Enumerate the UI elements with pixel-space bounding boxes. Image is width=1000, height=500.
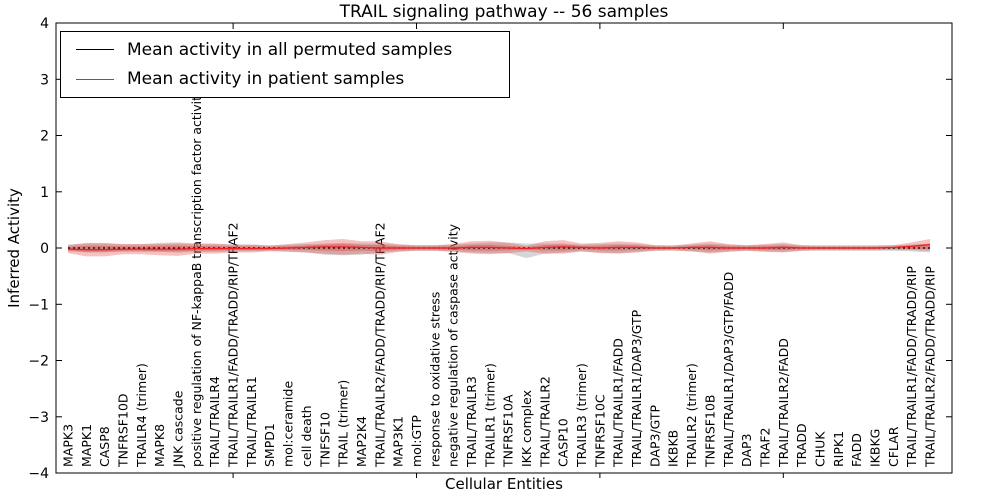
x-category-label: TRAILR1 (trimer) bbox=[482, 363, 497, 468]
x-category-label: TRAIL/TRAILR1 bbox=[244, 376, 259, 468]
x-category-label: positive regulation of NF-kappaB transcr… bbox=[189, 88, 204, 467]
x-category-label: DAP3 bbox=[739, 434, 754, 467]
y-tick-label: −2 bbox=[28, 354, 49, 370]
x-category-label: TRAIL/TRAILR4 bbox=[207, 376, 222, 468]
x-category-label: CASP10 bbox=[556, 418, 571, 467]
x-category-label: TRAIL/TRAILR3 bbox=[464, 376, 479, 468]
x-category-label: DAP3/GTP bbox=[647, 404, 662, 467]
x-category-label: TRAILR3 (trimer) bbox=[574, 363, 589, 468]
y-tick-label: 3 bbox=[40, 72, 49, 88]
x-category-label: TRAIL/TRAILR1/FADD bbox=[611, 338, 626, 468]
y-tick-label: −3 bbox=[28, 410, 49, 426]
x-category-label: TRAIL/TRAILR2/FADD/TRADD/RIP/TRAF2 bbox=[372, 222, 387, 468]
black-line-swatch bbox=[76, 49, 114, 51]
x-category-label: TNFRSF10A bbox=[501, 394, 516, 468]
y-tick-label: 4 bbox=[40, 16, 49, 32]
x-category-label: TNFRSF10B bbox=[702, 395, 717, 468]
x-category-label: MAPK3 bbox=[61, 424, 76, 467]
y-tick-label: −4 bbox=[28, 466, 49, 482]
legend-label-permuted: Mean activity in all permuted samples bbox=[127, 39, 453, 60]
x-category-label: TNFRSF10D bbox=[116, 393, 131, 468]
y-axis-label: Inferred Activity bbox=[5, 188, 23, 308]
x-category-label: MAPK1 bbox=[79, 424, 94, 467]
x-category-label: TRAF2 bbox=[757, 427, 772, 468]
y-tick-label: 1 bbox=[40, 185, 49, 201]
x-category-label: TRAIL (trimer) bbox=[336, 380, 351, 468]
x-category-label: MAP2K4 bbox=[354, 416, 369, 467]
x-category-label: JNK cascade bbox=[171, 390, 186, 468]
x-category-label: TRAILR2 (trimer) bbox=[684, 363, 699, 468]
x-category-label: IKBKB bbox=[666, 430, 681, 467]
chart-title: TRAIL signaling pathway -- 56 samples bbox=[339, 2, 669, 22]
x-category-label: TRAIL/TRAILR1/DAP3/GTP/FADD bbox=[721, 272, 736, 468]
x-category-label: SMPD1 bbox=[262, 423, 277, 467]
y-tick-label: 0 bbox=[40, 241, 49, 257]
legend: Mean activity in all permuted samples Me… bbox=[60, 31, 510, 98]
x-category-label: TRAIL/TRAILR2/FADD/TRADD/RIP bbox=[923, 266, 938, 468]
y-tick-label: 2 bbox=[40, 129, 49, 145]
x-category-label: TRAIL/TRAILR1/DAP3/GTP bbox=[629, 309, 644, 468]
x-category-label: CASP8 bbox=[97, 426, 112, 467]
x-category-label: MAPK8 bbox=[152, 424, 167, 467]
x-category-label: cell death bbox=[299, 405, 314, 467]
x-category-label: TNFRSF10C bbox=[592, 394, 607, 468]
x-category-label: CHUK bbox=[813, 431, 828, 467]
x-category-label: TRADD bbox=[794, 423, 809, 468]
x-category-label: mol:GTP bbox=[409, 415, 424, 467]
x-category-label: TRAILR4 (trimer) bbox=[134, 363, 149, 468]
y-tick-label: −1 bbox=[28, 297, 49, 313]
x-category-label: negative regulation of caspase activity bbox=[446, 223, 461, 467]
x-category-label: TRAIL/TRAILR1/FADD/TRADD/RIP/TRAF2 bbox=[226, 222, 241, 468]
x-category-label: response to oxidative stress bbox=[427, 292, 442, 467]
x-category-label: IKK complex bbox=[519, 390, 534, 467]
x-category-label: CFLAR bbox=[886, 426, 901, 467]
x-category-label: FADD bbox=[849, 433, 864, 467]
x-axis-label: Cellular Entities bbox=[445, 475, 563, 493]
x-category-label: TRAIL/TRAILR2/FADD bbox=[776, 338, 791, 468]
x-category-label: TNFSF10 bbox=[317, 412, 332, 468]
legend-entry-permuted: Mean activity in all permuted samples bbox=[61, 40, 509, 60]
x-category-label: mol:ceramide bbox=[281, 381, 296, 467]
x-category-label: MAP3K1 bbox=[391, 416, 406, 467]
x-category-label: RIPK1 bbox=[831, 431, 846, 467]
red-line-swatch bbox=[76, 78, 114, 80]
legend-label-patient: Mean activity in patient samples bbox=[127, 69, 405, 90]
x-category-label: TRAIL/TRAILR1/FADD/TRADD/RIP bbox=[904, 266, 919, 468]
band-permuted-samples-spread bbox=[68, 242, 930, 259]
x-category-label: TRAIL/TRAILR2 bbox=[537, 376, 552, 468]
line-patient-mean bbox=[67, 243, 931, 251]
x-category-label: IKBKG bbox=[868, 429, 883, 467]
legend-entry-patient: Mean activity in patient samples bbox=[61, 69, 509, 89]
